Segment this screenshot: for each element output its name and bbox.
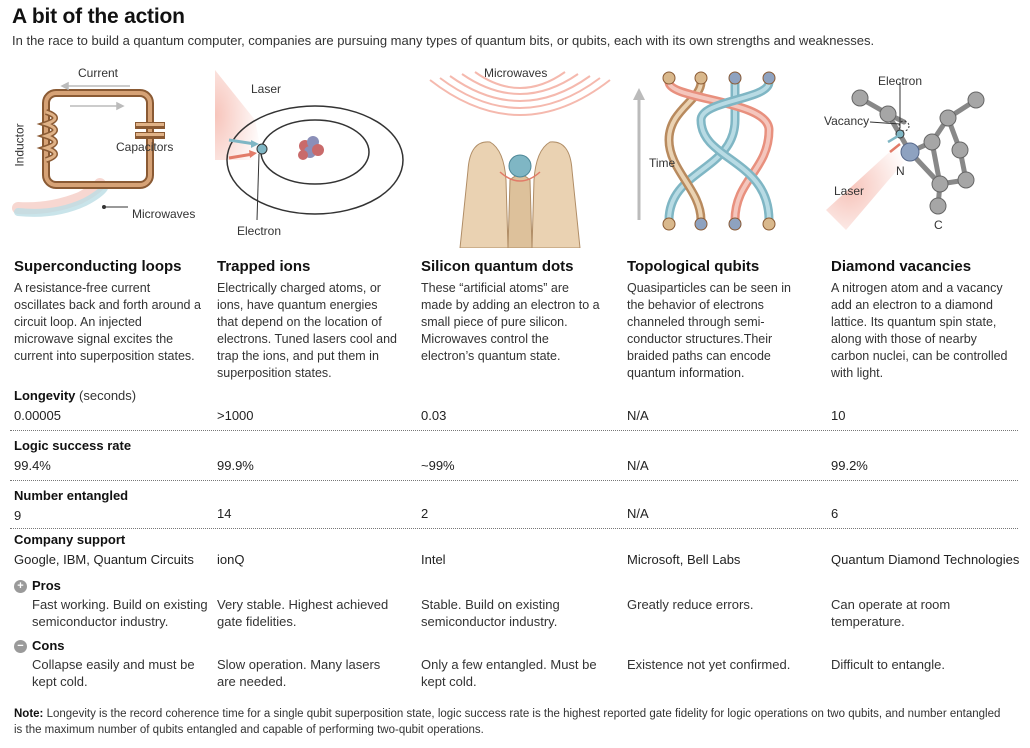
braided-paths-diagram — [633, 71, 776, 231]
logic-success-value: N/A — [627, 458, 649, 473]
microwaves-label: Microwaves — [484, 66, 548, 80]
company-value: Intel — [421, 552, 446, 567]
carbon-label: C — [934, 218, 943, 232]
note-text: Longevity is the record coherence time f… — [14, 708, 1001, 736]
superconducting-illustration: Current Inductor Capacitors Microwaves — [10, 60, 210, 248]
row-divider — [10, 430, 1018, 431]
column-description: Quasiparticles can be seen in the behavi… — [627, 281, 791, 380]
logic-success-value: 99.4% — [14, 458, 51, 473]
logic-success-value: ~99% — [421, 458, 455, 473]
longevity-row-label: Longevity (seconds) — [14, 388, 136, 403]
column-description: A resistance-free current oscillates bac… — [14, 281, 201, 363]
longevity-value: 0.03 — [421, 408, 447, 423]
column-title: Diamond vacancies — [831, 258, 972, 275]
inductor-label: Inductor — [12, 123, 27, 167]
current-label: Current — [78, 66, 119, 80]
company-value: Quantum Diamond Technologies — [831, 552, 1020, 567]
row-divider — [10, 528, 1018, 529]
entangled-value: 14 — [217, 506, 232, 521]
cons-text: Existence not yet confirmed. — [627, 657, 791, 672]
entangled-value: 2 — [421, 506, 429, 521]
diamond-illustration: Electron Vacancy Laser N C — [824, 60, 1026, 248]
laser-label: Laser — [834, 184, 865, 198]
pros-text: Very stable. Highest achieved gate fidel… — [217, 597, 389, 629]
nitrogen-label: N — [896, 164, 905, 178]
laser-label: Laser — [251, 82, 282, 96]
electron-label: Electron — [878, 74, 923, 88]
capacitors-label: Capacitors — [116, 140, 174, 154]
cons-text: Collapse easily and must be kept cold. — [32, 657, 195, 689]
column-description: Electrically charged atoms, or ions, hav… — [217, 281, 397, 380]
pros-text: Greatly reduce errors. — [627, 597, 754, 612]
longevity-value: 10 — [831, 408, 846, 423]
column-title: Silicon quantum dots — [421, 258, 574, 275]
entangled-label: Number entangled — [14, 488, 129, 503]
row-divider — [10, 480, 1018, 481]
column-description: These “artificial atoms” are made by add… — [421, 281, 600, 363]
electron-label: Electron — [237, 224, 282, 238]
longevity-unit: (seconds) — [79, 388, 137, 403]
cons-text: Only a few entangled. Must be kept cold. — [421, 657, 597, 689]
pros-text: Stable. Build on existing semiconductor … — [421, 597, 560, 629]
company-value: Google, IBM, Quantum Circuits — [14, 552, 194, 567]
note-label: Note: — [14, 708, 44, 720]
cons-text: Difficult to entangle. — [831, 657, 945, 672]
page-subtitle: In the race to build a quantum computer,… — [12, 33, 875, 48]
longevity-value: N/A — [627, 408, 649, 423]
pros-text: Fast working. Build on existing semicond… — [32, 597, 208, 629]
superconducting-loop-diagram — [12, 81, 165, 217]
cons-label: Cons — [32, 638, 65, 653]
entangled-value: 9 — [14, 508, 22, 523]
microwaves-label: Microwaves — [132, 207, 196, 221]
topological-illustration: Time — [625, 60, 825, 248]
column-title: Topological qubits — [627, 258, 760, 275]
quantum-dot-diagram — [429, 71, 611, 249]
pros-text: Can operate at room temperature. — [831, 597, 951, 629]
vacancy-label: Vacancy — [824, 114, 870, 128]
column-description: A nitrogen atom and a vacancy add an ele… — [831, 281, 1008, 380]
minus-icon: − — [14, 640, 27, 653]
ion-orbit-diagram — [215, 70, 404, 221]
company-label: Company support — [14, 532, 126, 547]
cons-text: Slow operation. Many lasers are needed. — [217, 657, 381, 689]
footnote: Note: Longevity is the record coherence … — [14, 706, 1004, 738]
pros-label: Pros — [32, 578, 61, 593]
column-title: Trapped ions — [217, 258, 311, 275]
longevity-label: Longevity — [14, 388, 76, 403]
logic-success-value: 99.2% — [831, 458, 868, 473]
company-value: Microsoft, Bell Labs — [627, 552, 741, 567]
longevity-value: 0.00005 — [14, 408, 61, 423]
page-title: A bit of the action — [12, 5, 185, 28]
diamond-lattice-diagram — [826, 82, 985, 230]
entangled-value: N/A — [627, 506, 649, 521]
column-title: Superconducting loops — [14, 258, 182, 275]
quantum-dot-illustration: Microwaves — [420, 60, 620, 249]
plus-icon: + — [14, 580, 27, 593]
logic-success-label: Logic success rate — [14, 438, 132, 453]
logic-success-value: 99.9% — [217, 458, 254, 473]
longevity-value: >1000 — [217, 408, 254, 423]
time-label: Time — [649, 156, 676, 170]
entangled-value: 6 — [831, 506, 839, 521]
trapped-ions-illustration: Laser Electron — [215, 60, 415, 248]
company-value: ionQ — [217, 552, 245, 567]
